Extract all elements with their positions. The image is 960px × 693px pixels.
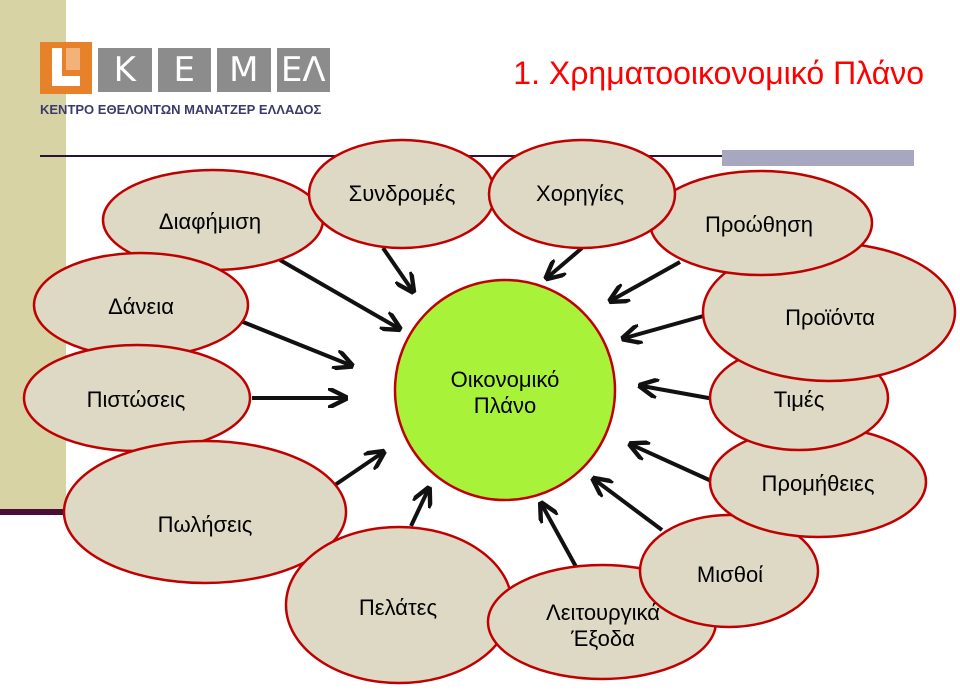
node-proionta-label: Προϊόντα [785, 305, 875, 330]
node-promitheies-label: Προμήθειες [761, 471, 875, 496]
center-label: Οικονομικό Πλάνο [451, 367, 560, 419]
node-daneia-label: Δάνεια [108, 294, 174, 319]
arrow-syndromes [381, 246, 412, 290]
arrow-poliseis [330, 453, 382, 489]
logo-letter: Κ [98, 48, 152, 92]
arrow-pelates [409, 490, 428, 527]
arrow-proothisi [612, 260, 681, 300]
node-times-label: Τιμές [773, 387, 825, 412]
arrow-leitourgika [542, 505, 582, 575]
logo-mark-icon [40, 42, 92, 94]
node-poliseis-label: Πωλήσεις [157, 512, 253, 537]
logo-letters: Κ Ε Μ ΕΛ [98, 48, 330, 92]
center-label-line2: Πλάνο [473, 393, 537, 418]
kemel-logo: Κ Ε Μ ΕΛ ΚΕΝΤΡΟ ΕΘΕΛΟΝΤΩΝ ΜΑΝΑΤΖΕΡ ΕΛΛΑΔ… [40, 42, 330, 124]
arrow-promitheies [632, 445, 719, 486]
node-misthoi-ellipse [638, 513, 820, 629]
node-leitourgika-line2: Έξοδα [571, 626, 635, 651]
logo-letter: ΕΛ [276, 48, 330, 92]
node-pistoseis-label: Πιστώσεις [86, 387, 186, 412]
arrow-proionta [625, 311, 715, 338]
title-rule-accent [722, 150, 914, 166]
arrow-times [642, 386, 715, 401]
arrow-daneia [242, 320, 350, 365]
node-proothisi-label: Προώθηση [704, 212, 814, 237]
arrow-misthoi [595, 480, 664, 532]
title-rule [40, 155, 910, 157]
node-poliseis-ellipse [62, 439, 348, 585]
node-xorigies-label: Χορηγίες [536, 181, 624, 206]
node-misthoi-label: Μισθοί [696, 562, 764, 587]
node-leitourgika-label: Λειτουργικά Έξοδα [546, 600, 660, 652]
side-divider [0, 509, 70, 515]
logo-letter: Μ [217, 48, 271, 92]
logo-letter: Ε [157, 48, 211, 92]
node-xorigies-ellipse [487, 138, 677, 250]
logo-tagline: ΚΕΝΤΡΟ ΕΘΕΛΟΝΤΩΝ ΜΑΝΑΤΖΕΡ ΕΛΛΑΔΟΣ [40, 102, 322, 117]
arrow-xorigies [548, 246, 584, 277]
page-title: 1. Χρηματοοικονομικό Πλάνο [513, 55, 924, 91]
node-pelates-label: Πελάτες [358, 595, 438, 620]
node-leitourgika-line1: Λειτουργικά [546, 600, 660, 625]
arrow-diafimisi [279, 258, 398, 328]
node-syndromes-label: Συνδρομές [348, 181, 456, 206]
center-label-line1: Οικονομικό [450, 367, 560, 392]
center-circle [393, 278, 617, 502]
node-diafimisi-label: Διαφήμιση [158, 209, 262, 234]
